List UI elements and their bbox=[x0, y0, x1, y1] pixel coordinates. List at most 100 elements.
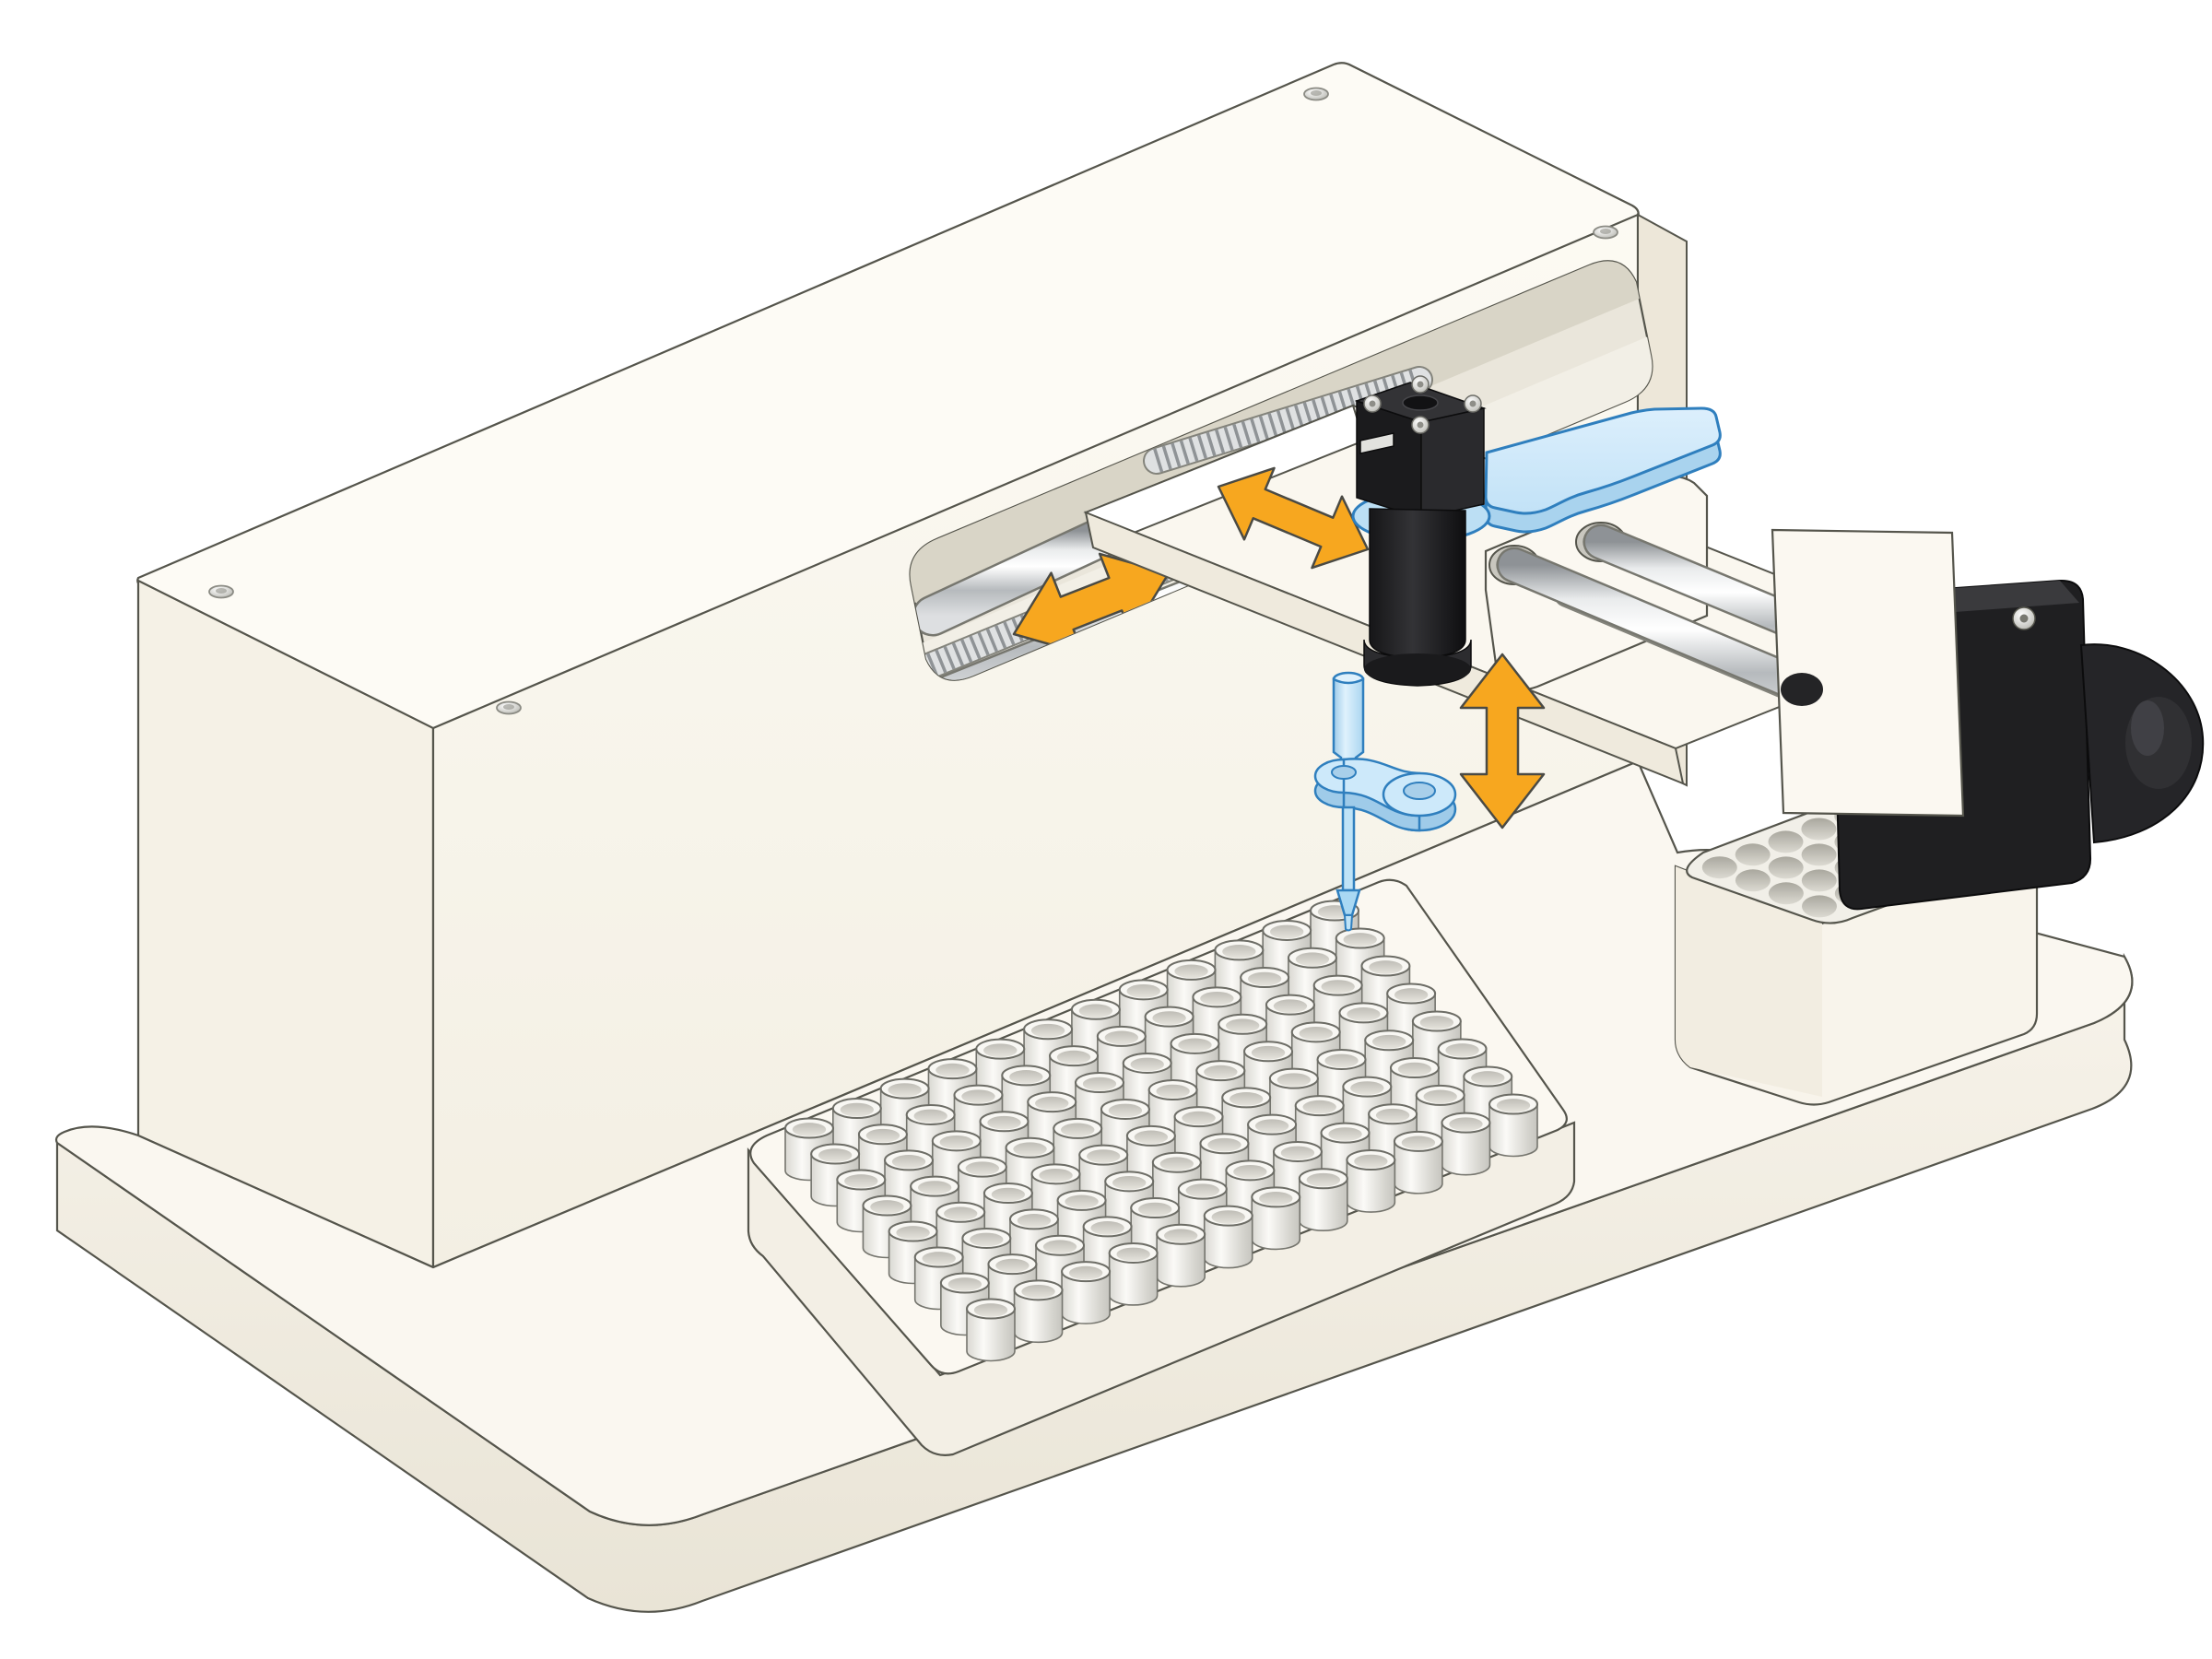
rack-hole bbox=[1735, 869, 1771, 892]
well-tube-mouth bbox=[1078, 1004, 1113, 1018]
well-tube-mouth bbox=[1371, 1034, 1406, 1049]
well-tube-mouth bbox=[1200, 991, 1234, 1006]
x-motor-screw-socket bbox=[1417, 381, 1424, 388]
well-tube-mouth bbox=[1090, 1221, 1124, 1235]
well-tube-mouth bbox=[1269, 924, 1304, 939]
well-tube bbox=[1156, 1223, 1206, 1288]
enclosure-screw-socket bbox=[1600, 229, 1611, 234]
rack-hole bbox=[1801, 843, 1837, 866]
well-tube-body bbox=[966, 1309, 1016, 1362]
x-motor-connector bbox=[1359, 432, 1394, 454]
well-tube-mouth bbox=[1397, 1062, 1432, 1077]
well-tube-mouth bbox=[1207, 1137, 1241, 1152]
well-tube-mouth bbox=[1087, 1149, 1121, 1163]
well-tube-mouth bbox=[1328, 1127, 1362, 1141]
well-tube-body bbox=[1441, 1123, 1491, 1176]
well-tube-mouth bbox=[870, 1200, 904, 1214]
well-tube-mouth bbox=[1394, 988, 1429, 1002]
well-tube-mouth bbox=[1445, 1043, 1479, 1057]
well-tube-mouth bbox=[1042, 1240, 1077, 1254]
well-tube-mouth bbox=[1247, 971, 1282, 986]
well-tube-mouth bbox=[1299, 1026, 1333, 1041]
rack-hole bbox=[1802, 895, 1837, 918]
well-tube-mouth bbox=[1254, 1119, 1289, 1134]
well-tube-mouth bbox=[1035, 1096, 1069, 1111]
y-end-plate-hole bbox=[1781, 673, 1823, 706]
well-tube bbox=[1488, 1093, 1538, 1158]
x-motor-screws bbox=[1363, 375, 1482, 434]
rack-hole bbox=[1768, 830, 1804, 853]
well-tube-mouth bbox=[1178, 1038, 1212, 1053]
well-tube-mouth bbox=[1112, 1175, 1147, 1190]
carriage bbox=[1313, 375, 1722, 932]
well-tube bbox=[1393, 1130, 1443, 1194]
enclosure-screw-socket bbox=[1311, 90, 1322, 96]
well-tube-mouth bbox=[1065, 1194, 1099, 1209]
z-axis-arrow bbox=[1459, 653, 1546, 830]
well-tube-mouth bbox=[1056, 1050, 1091, 1065]
y-end-plate bbox=[1771, 528, 1965, 818]
well-tube-mouth bbox=[1039, 1168, 1073, 1182]
well-tube-mouth bbox=[1082, 1077, 1117, 1091]
well-tube bbox=[1243, 1041, 1294, 1105]
well-tube-mouth bbox=[1009, 1070, 1043, 1084]
well-tube-mouth bbox=[896, 1226, 930, 1240]
well-tube-body bbox=[1013, 1289, 1064, 1344]
well-tube-mouth bbox=[1375, 1108, 1410, 1123]
well-tube bbox=[784, 1117, 834, 1182]
well-tube-mouth bbox=[1156, 1084, 1190, 1099]
x-lead-screw-upper bbox=[1145, 368, 1431, 473]
x-motor-right-face bbox=[1420, 407, 1485, 519]
well-tube-body bbox=[1203, 1216, 1253, 1269]
well-tube bbox=[1251, 1186, 1301, 1251]
well-tube-mouth bbox=[1222, 945, 1256, 959]
pipette-bracket bbox=[1313, 758, 1457, 832]
well-tube bbox=[1013, 1279, 1064, 1344]
well-tube-mouth bbox=[939, 1135, 973, 1149]
x-guide-rail-upper bbox=[914, 512, 1134, 634]
rack-hole bbox=[1801, 818, 1837, 841]
y-motor-boss-highlight bbox=[2131, 700, 2164, 756]
well-tube-mouth bbox=[1280, 1146, 1315, 1160]
well-tube-mouth bbox=[917, 1181, 952, 1194]
well-tube-mouth bbox=[1204, 1065, 1238, 1079]
well-tube bbox=[1061, 1261, 1112, 1324]
well-tube-mouth bbox=[1350, 1081, 1384, 1095]
bracket-boss-bore bbox=[1403, 782, 1436, 800]
y-axis-arrow bbox=[1217, 466, 1370, 570]
well-tube-mouth bbox=[1369, 960, 1403, 974]
well-tube-mouth bbox=[1419, 1016, 1454, 1030]
well-tube bbox=[1298, 1168, 1348, 1232]
carriage-tray-top bbox=[1484, 406, 1722, 515]
rack-hole bbox=[1701, 856, 1737, 879]
well-tube bbox=[1203, 1205, 1253, 1269]
well-tube-mouth bbox=[995, 1258, 1030, 1273]
well-tube-mouth bbox=[1347, 1007, 1381, 1021]
well-tube-mouth bbox=[1343, 933, 1377, 947]
well-tube-mouth bbox=[961, 1089, 995, 1104]
well-tube-mouth bbox=[935, 1063, 970, 1077]
well-tube-mouth bbox=[1174, 964, 1208, 979]
x-stepper-motor bbox=[1354, 375, 1487, 520]
well-tube-mouth bbox=[1306, 1172, 1341, 1187]
well-tube-mouth bbox=[1061, 1123, 1095, 1137]
well-tube-mouth bbox=[1233, 1164, 1267, 1179]
well-tube-mouth bbox=[1163, 1229, 1198, 1243]
well-tube-mouth bbox=[1423, 1089, 1457, 1104]
well-tube-mouth bbox=[1104, 1030, 1139, 1045]
well-plate-tubes bbox=[784, 900, 1538, 1362]
well-tube-mouth bbox=[1030, 1023, 1065, 1038]
well-tube-mouth bbox=[1259, 1192, 1293, 1206]
well-tube-mouth bbox=[965, 1161, 1000, 1176]
well-tube-mouth bbox=[1226, 1018, 1260, 1033]
well-tube bbox=[1108, 1241, 1159, 1306]
well-tube-mouth bbox=[1130, 1057, 1164, 1072]
well-tube-body bbox=[1156, 1234, 1206, 1288]
well-tube-mouth bbox=[983, 1043, 1018, 1058]
well-tube-mouth bbox=[818, 1148, 853, 1162]
well-tube-body bbox=[1346, 1159, 1396, 1213]
well-tube-mouth bbox=[1134, 1130, 1169, 1145]
well-tube-mouth bbox=[792, 1123, 827, 1136]
pipette-shaft bbox=[1341, 806, 1356, 892]
